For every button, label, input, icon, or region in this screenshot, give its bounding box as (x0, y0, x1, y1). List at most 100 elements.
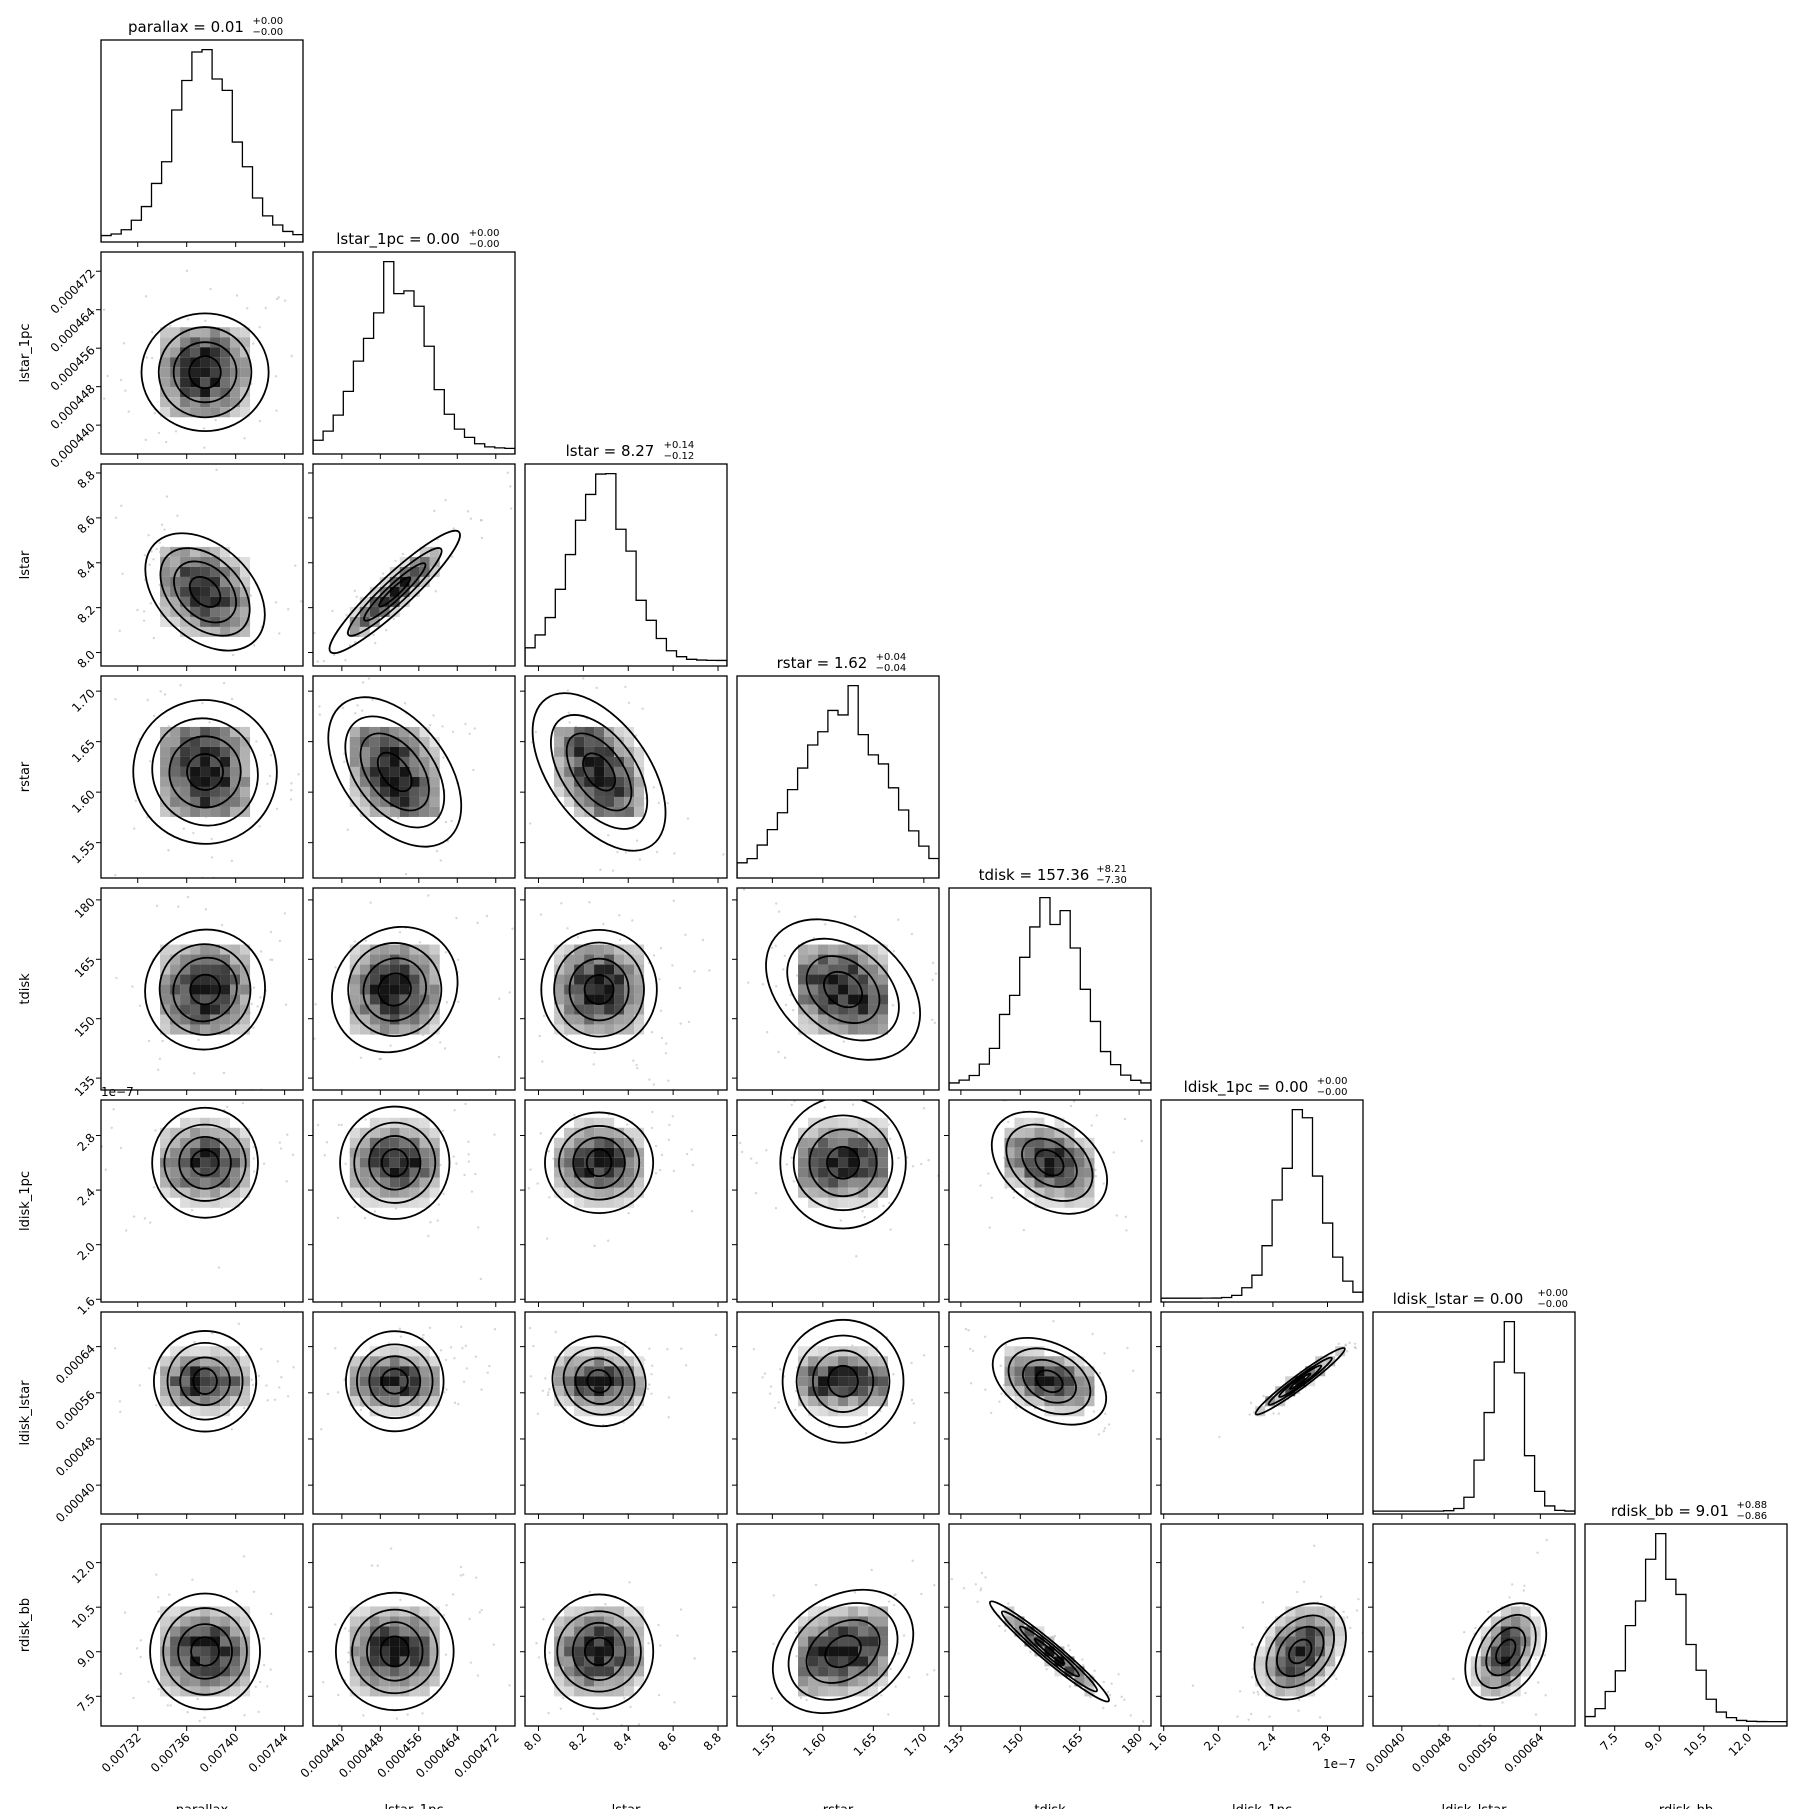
density-cell (170, 337, 181, 348)
density-cell (1004, 1147, 1015, 1158)
density-cell (594, 1147, 605, 1158)
x-tick-label-lstar: 8.6 (656, 1730, 679, 1753)
density-cell (1064, 1386, 1075, 1397)
density-cell (170, 407, 181, 418)
density-cell (1014, 1127, 1025, 1138)
sample-point (459, 1574, 463, 1577)
panel-frame (736, 887, 940, 1091)
density-cell (798, 1626, 809, 1637)
y-tick-label-lstar: 8.2 (75, 603, 98, 626)
contour-line (991, 1336, 1108, 1426)
density-cell (230, 606, 241, 617)
density-cell (1064, 1127, 1075, 1138)
density-cell (389, 1686, 400, 1697)
sample-point (701, 938, 705, 942)
density-cell (160, 586, 171, 597)
hist-panel-rstar: rstar = 1.62+0.04−0.04 (736, 652, 940, 883)
sample-point (592, 1063, 595, 1066)
density-cell (624, 776, 635, 787)
density-cell (1265, 1636, 1276, 1647)
density-cell (359, 776, 370, 787)
density-cell (878, 1187, 889, 1198)
density-cell (604, 1666, 615, 1677)
density-cell (220, 1197, 231, 1208)
density-cell (409, 1396, 420, 1407)
density-cell (634, 746, 645, 757)
sample-point (730, 1392, 732, 1394)
sample-point (685, 1183, 687, 1185)
sample-point (1236, 1715, 1239, 1718)
sample-point (429, 723, 432, 727)
sample-point (250, 1378, 253, 1382)
sample-point (892, 949, 895, 953)
sample-point (761, 983, 765, 986)
sample-point (1345, 1350, 1349, 1353)
density-cell (190, 357, 201, 368)
sample-point (892, 1603, 896, 1607)
sample-point (1342, 1610, 1345, 1613)
density-cell (240, 357, 251, 368)
density-cell (1084, 1686, 1095, 1697)
density-cell (1480, 1626, 1491, 1637)
sample-point (114, 698, 117, 701)
density-cell (160, 726, 171, 737)
sample-point (186, 318, 190, 321)
density-cell (349, 984, 360, 995)
density-cell (230, 347, 241, 358)
density-cell (359, 796, 370, 807)
sample-point (283, 763, 285, 765)
sample-point (265, 1384, 268, 1387)
density-cell (564, 1157, 575, 1168)
density-cell (190, 1386, 201, 1397)
density-cell (594, 1396, 605, 1407)
sample-point (790, 1156, 793, 1159)
sample-point (1015, 1406, 1018, 1409)
density-cell (369, 1157, 380, 1168)
density-cell (838, 1004, 849, 1015)
density-cell (858, 1356, 869, 1367)
density-cell (848, 1686, 859, 1697)
density-cell (180, 397, 191, 408)
density-cell (160, 1376, 171, 1387)
density-cell (564, 1376, 575, 1387)
contour-line (543, 1593, 655, 1710)
sample-point (314, 1355, 316, 1357)
density-cell (1295, 1676, 1306, 1687)
sample-point (911, 1559, 914, 1563)
sample-point (230, 697, 234, 701)
density-cell (240, 1396, 251, 1407)
title-tdisk: tdisk = 157.36+8.21−7.30 (979, 864, 1127, 886)
density-cell (808, 1147, 819, 1158)
density-cell (1084, 1676, 1095, 1687)
density-cell (808, 1117, 819, 1128)
sample-point (346, 1661, 350, 1664)
contour-line (779, 1100, 907, 1230)
density-cell (1265, 1656, 1276, 1667)
density-cell (369, 616, 380, 627)
sample-point (638, 858, 642, 861)
density-cell (160, 806, 171, 817)
sample-point (289, 720, 291, 722)
y-tick-label-ldisk_lstar: 0.00064 (53, 1342, 98, 1387)
sample-point (427, 1234, 430, 1238)
sample-point (334, 966, 337, 969)
sample-point (348, 644, 352, 647)
sample-point (1132, 1369, 1135, 1373)
panel-frame (1160, 1523, 1364, 1727)
density-cell (594, 1024, 605, 1035)
density-cell (1500, 1616, 1511, 1627)
density-cell (1054, 1147, 1065, 1158)
density-cell (399, 756, 410, 767)
density-cell (604, 1137, 615, 1148)
sample-point (353, 589, 357, 593)
density-cell (878, 994, 889, 1005)
density-cell (230, 556, 241, 567)
density-cell (379, 1366, 390, 1377)
sample-point (684, 1364, 688, 1367)
density-cell (210, 606, 221, 617)
density-cell (210, 726, 221, 737)
density-cell (1044, 1157, 1055, 1168)
sample-point (226, 1105, 229, 1109)
sample-point (579, 607, 581, 609)
